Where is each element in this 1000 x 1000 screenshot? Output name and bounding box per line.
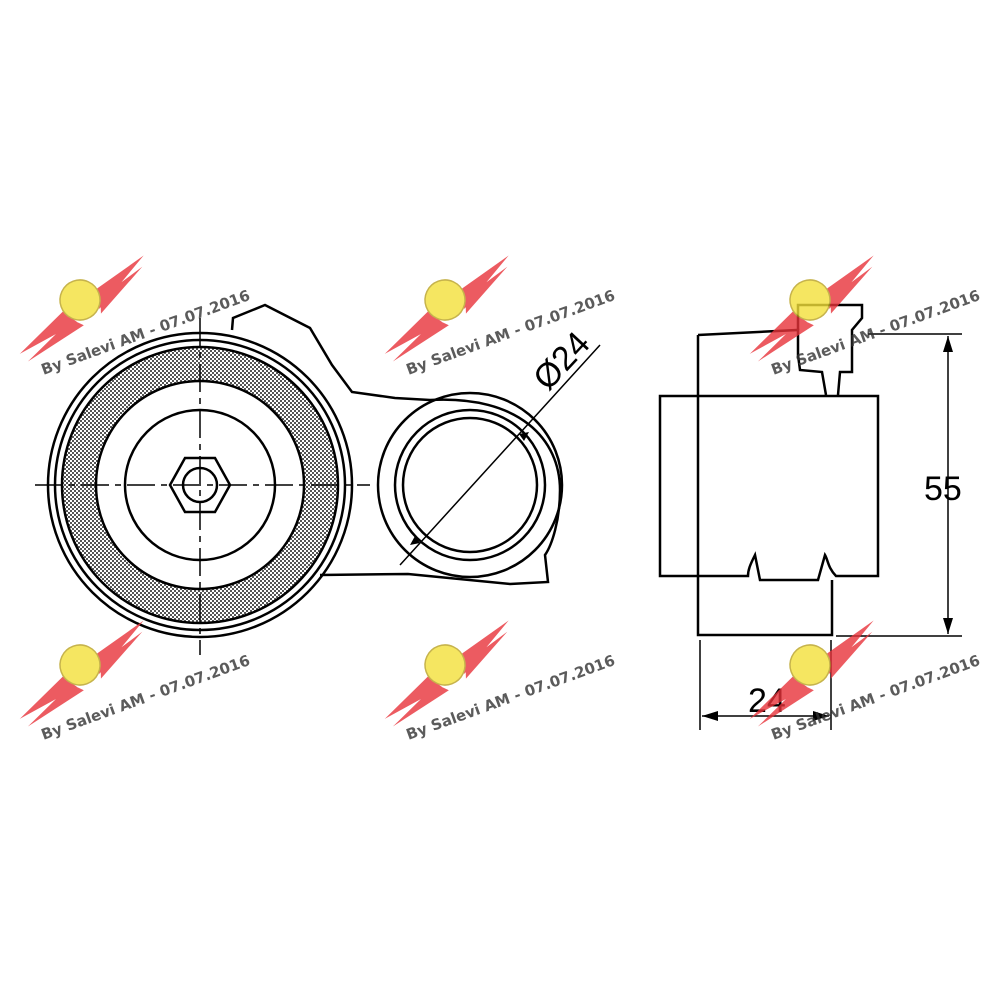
diameter-arrow-2 <box>519 432 529 441</box>
width-arrow-right <box>813 711 829 721</box>
watermark-badge <box>789 279 831 321</box>
side-bracket-plate <box>696 328 834 637</box>
bracket-outline <box>230 303 562 586</box>
width-arrow-left <box>702 711 718 721</box>
watermark-wing <box>19 620 144 727</box>
roller-outer <box>376 391 564 579</box>
height-arrow-bottom <box>943 618 953 634</box>
watermark-badge <box>424 279 466 321</box>
front-view: Ø24 <box>35 303 601 655</box>
watermark-wing <box>749 620 874 727</box>
watermark-wing <box>19 255 144 362</box>
watermark-wing <box>384 255 509 362</box>
watermark-logo: By Salevi AM - 07.07.2016 <box>749 620 982 744</box>
roller-ring <box>393 408 547 562</box>
watermark-logo: By Salevi AM - 07.07.2016 <box>384 620 617 744</box>
side-view: 55 24 <box>658 303 962 730</box>
watermark-badge <box>789 644 831 686</box>
height-arrow-top <box>943 336 953 352</box>
diameter-leader <box>399 344 601 566</box>
watermark-wing <box>384 620 509 727</box>
side-pulley-body <box>658 394 880 582</box>
diameter-arrow-1 <box>410 536 420 545</box>
height-label: 55 <box>924 470 962 508</box>
watermark-badge <box>424 644 466 686</box>
watermark-badge <box>59 279 101 321</box>
watermark-wing <box>749 255 874 362</box>
diameter-label: Ø24 <box>526 325 598 398</box>
watermark-badge <box>59 644 101 686</box>
roller-inner <box>401 416 539 554</box>
